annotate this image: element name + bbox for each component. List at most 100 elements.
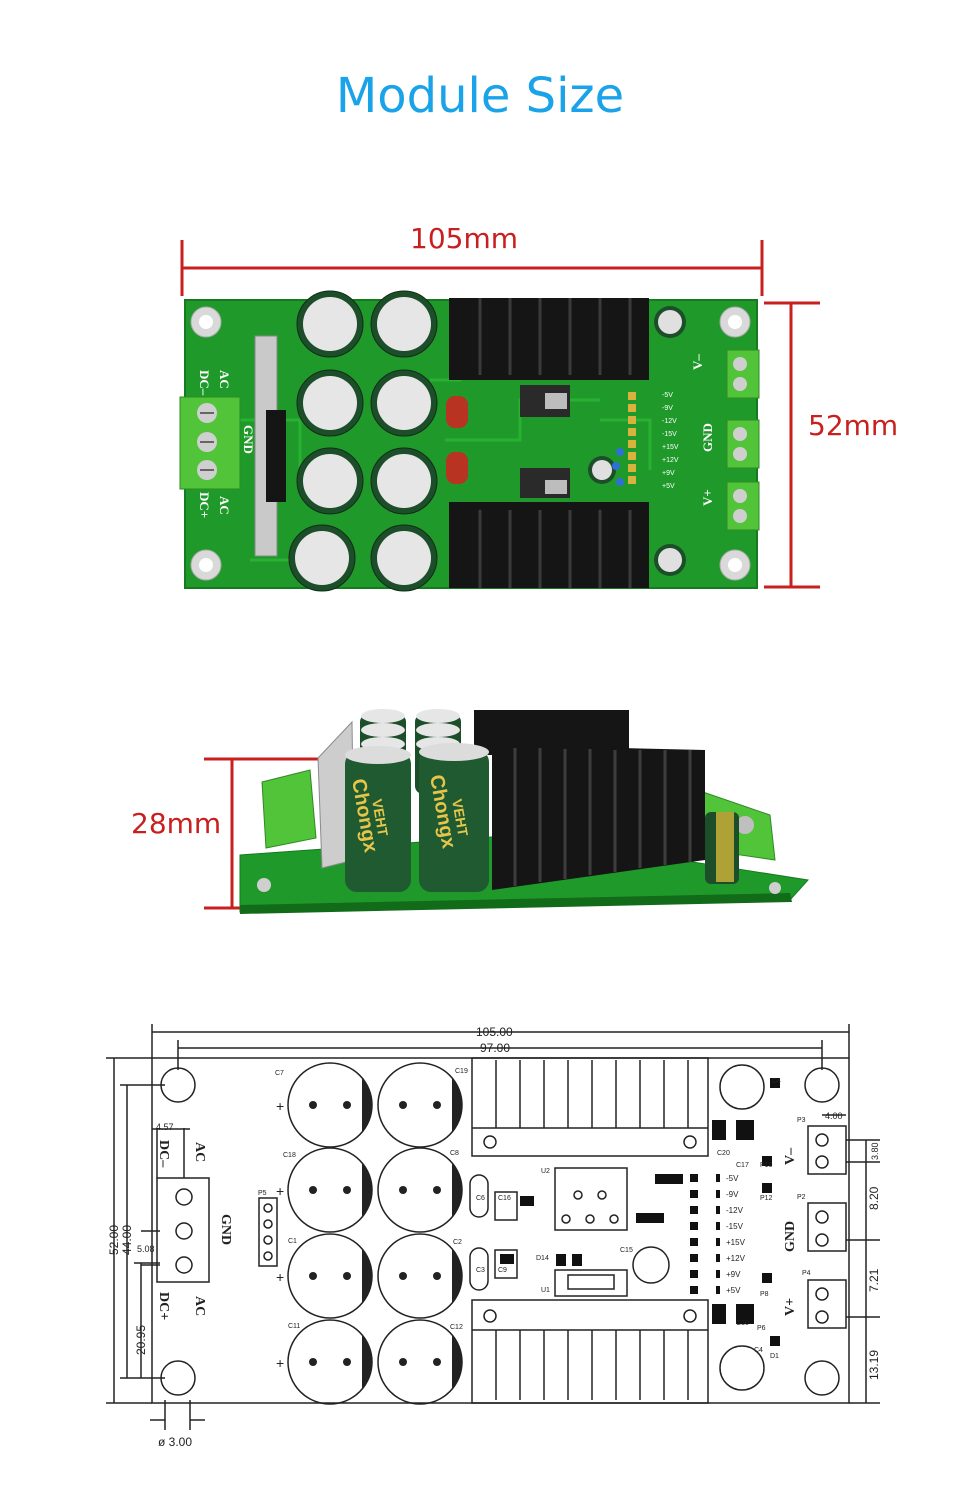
output-terminal-blocks: [726, 349, 760, 531]
label-drawing-ref_labels-p4: P4: [802, 1270, 811, 1277]
label-pcb_silkscreen-rails-2: -12V: [662, 418, 677, 425]
label-drawing-ref_labels-d4: D4: [772, 1078, 781, 1085]
label-drawing-rails-4: +15V: [726, 1238, 746, 1247]
filter-capacitors: [288, 290, 438, 592]
label-pcb_silkscreen-rails-4: +15V: [662, 444, 679, 451]
silk-dc-plus: DC+: [197, 492, 212, 518]
dim-20-95: 20.95: [134, 1325, 148, 1355]
width-dimension: [180, 240, 764, 296]
label-drawing-ref_labels-d1: D1: [770, 1353, 779, 1360]
drawing-output-terminals: [807, 1125, 847, 1329]
label-drawing-rails-3: -15V: [726, 1222, 744, 1231]
label-drawing-ref_labels-c3: C3: [476, 1267, 485, 1274]
side-heatsink: [492, 745, 705, 890]
drawing-heatsink-bottom: [471, 1299, 709, 1404]
heatsink-top: [449, 298, 649, 380]
svg-text:+: +: [276, 1355, 284, 1371]
label-drawing-ref_labels-p12: P12: [760, 1195, 773, 1202]
label-drawing-ref_labels-c4: C4: [754, 1347, 763, 1354]
width-label: 105mm: [410, 222, 518, 255]
dim-8-20: 8.20: [867, 1186, 881, 1210]
dim-5-08: 5.08: [137, 1244, 155, 1254]
silk-gnd: GND: [241, 425, 256, 454]
silk-dc-minus: DC–: [197, 370, 212, 396]
label-drawing-ref_labels-p5: P5: [258, 1190, 267, 1197]
dim-13-19: 13.19: [867, 1350, 881, 1380]
silk-ac-top: AC: [217, 370, 232, 389]
dim-4-00: 4.00: [825, 1111, 843, 1121]
height-label-side: 28mm: [131, 807, 222, 840]
svg-text:+: +: [276, 1269, 284, 1285]
drawing-v-plus: V+: [783, 1298, 798, 1316]
label-drawing-ref_labels-c12: C12: [450, 1324, 463, 1331]
drawing-ac-bottom: AC: [192, 1296, 207, 1316]
label-drawing-ref_labels-d14: D14: [536, 1255, 549, 1262]
label-pcb_silkscreen-rails-3: -15V: [662, 431, 677, 438]
label-drawing-ref_labels-c8: C8: [450, 1150, 459, 1157]
dim-52: 52.00: [107, 1225, 121, 1255]
height-label-top: 52mm: [808, 409, 899, 442]
label-drawing-rails-5: +12V: [726, 1254, 746, 1263]
silk-out-gnd: GND: [700, 423, 715, 452]
page-title: Module Size: [335, 68, 625, 124]
label-drawing-rails-6: +9V: [726, 1270, 741, 1279]
label-drawing-rails-1: -9V: [726, 1190, 739, 1199]
svg-text:+: +: [276, 1098, 284, 1114]
drawing-heatsink-top: [471, 1057, 709, 1157]
label-drawing-ref_labels-u1: U1: [541, 1287, 550, 1294]
silk-v-plus: V+: [700, 489, 715, 506]
label-drawing-ref_labels-c9: C9: [498, 1267, 507, 1274]
dim-97: 97.00: [480, 1041, 510, 1055]
dim-4-57: 4.57: [156, 1122, 174, 1132]
drawing-board-outline: [151, 1057, 850, 1404]
label-drawing-rails-0: -5V: [726, 1174, 739, 1183]
dim-hole-diameter: ø 3.00: [158, 1435, 192, 1449]
dim-44: 44.00: [120, 1225, 134, 1255]
label-drawing-ref_labels-p2: P2: [797, 1194, 806, 1201]
label-drawing-ref_labels-c18: C18: [283, 1152, 296, 1159]
label-drawing-ref_labels-p8: P8: [760, 1291, 769, 1298]
dim-3-80: 3.80: [870, 1142, 880, 1160]
label-drawing-ref_labels-p10: P10: [760, 1162, 773, 1169]
label-drawing-ref_labels-c2: C2: [453, 1239, 462, 1246]
label-pcb_silkscreen-rails-6: +9V: [662, 470, 675, 477]
label-drawing-ref_labels-c15: C15: [620, 1247, 633, 1254]
drawing-dc-minus: DC–: [156, 1140, 171, 1168]
dim-105: 105.00: [476, 1025, 513, 1039]
label-drawing-ref_labels-c17: C17: [736, 1162, 749, 1169]
label-drawing-ref_labels-c6: C6: [476, 1195, 485, 1202]
label-drawing-ref_labels-c7: C7: [275, 1070, 284, 1077]
label-drawing-ref_labels-p6: P6: [757, 1325, 766, 1332]
drawing-capacitors: [287, 1062, 463, 1405]
silk-v-minus: V–: [690, 354, 705, 370]
drawing-ac-top: AC: [192, 1142, 207, 1162]
label-drawing-ref_labels-c10: C10: [736, 1320, 749, 1327]
label-drawing-ref_labels-c19: C19: [455, 1068, 468, 1075]
label-drawing-rails-2: -12V: [726, 1206, 744, 1215]
svg-text:+: +: [276, 1183, 284, 1199]
input-terminal-block: [179, 396, 241, 490]
label-drawing-ref_labels-c11: C11: [288, 1323, 300, 1330]
label-drawing-ref_labels-c16: C16: [498, 1195, 511, 1202]
drawing-mounting-holes: [160, 1067, 840, 1396]
label-drawing-ref_labels-u2: U2: [541, 1168, 550, 1175]
drawing-input-terminal: [156, 1177, 210, 1283]
drawing-v-minus: V–: [783, 1147, 798, 1165]
drawing-dc-plus: DC+: [156, 1292, 171, 1320]
side-capacitors: [345, 743, 489, 892]
dim-7-21: 7.21: [867, 1268, 881, 1292]
label-drawing-rails-7: +5V: [726, 1286, 741, 1295]
label-pcb_silkscreen-rails-5: +12V: [662, 457, 679, 464]
drawing-gnd: GND: [218, 1214, 233, 1245]
label-drawing-ref_labels-c20: C20: [717, 1150, 730, 1157]
drawing-out-gnd: GND: [783, 1221, 798, 1252]
heatsink-bottom: [449, 502, 649, 588]
cap-series-left: VEHT: [369, 798, 391, 838]
label-pcb_silkscreen-rails-1: -9V: [662, 405, 673, 412]
label-pcb_silkscreen-rails-7: +5V: [662, 483, 675, 490]
small-capacitors: [588, 306, 686, 576]
label-drawing-ref_labels-p3: P3: [797, 1117, 806, 1124]
